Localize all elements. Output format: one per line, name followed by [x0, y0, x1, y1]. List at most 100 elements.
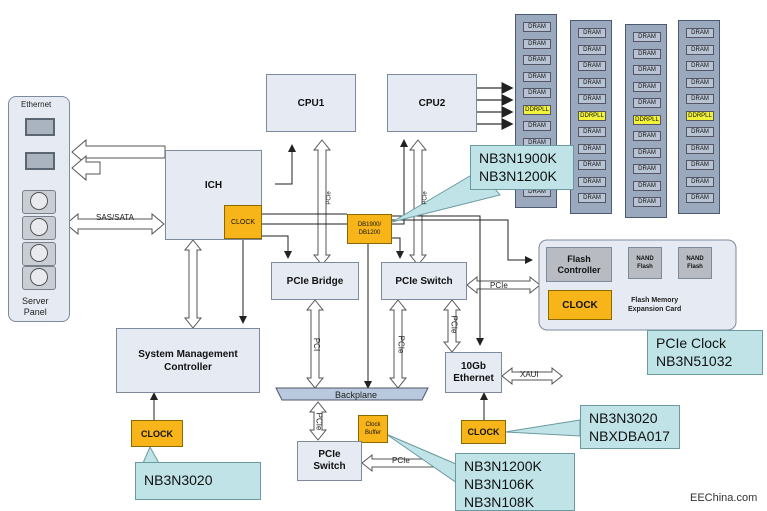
disk-drive-icon [22, 190, 56, 214]
dram-chip: DRAM [633, 98, 661, 108]
pcie-backplane-small-label: PCIe [314, 412, 324, 431]
db1900-clock-block: DB1900/ DB1200 [347, 214, 392, 244]
dram-chip: DRAM [686, 127, 714, 137]
part-number-label: PCIe Clock [656, 335, 727, 351]
server-panel-label: Server Panel [22, 296, 49, 317]
backplane-label: Backplane [335, 390, 378, 400]
pci-bridge-backplane-label: PCI [312, 337, 322, 352]
dram-chip: DRAM [578, 77, 606, 88]
dram-chip: DRAM [578, 61, 606, 71]
part-number-label: NB3N108K [464, 494, 535, 510]
part-number-label: NB3N3020 [589, 410, 658, 426]
part-number-label: NBXDBA017 [589, 428, 670, 444]
dram-chip: DRAM [633, 180, 661, 191]
sas-sata-arrow [65, 212, 165, 236]
flash-controller-block: Flash Controller [546, 247, 612, 282]
dram-chip: DRAM [633, 48, 661, 59]
dram-chip: DRAM [686, 28, 714, 38]
nand-flash-block: NAND Flash [628, 247, 662, 279]
ich-clock-block: CLOCK [224, 205, 262, 239]
dram-chip: DRAM [523, 71, 551, 82]
pcie-cpu1-label: PCIe [326, 191, 333, 205]
backplane-small-switch-arrow [308, 401, 328, 441]
ethernet-port-icon [25, 152, 55, 170]
dram-chip: DRAM [523, 38, 551, 49]
db-eth-line [392, 215, 484, 346]
dram-chip: DRAM [578, 160, 606, 170]
sas-sata-label: SAS/SATA [96, 213, 134, 222]
clock-bridge-line [262, 235, 292, 259]
disk-drive-icon [22, 216, 56, 240]
part-number-label: NB3N3020 [144, 472, 213, 488]
dram-chip: DRAM [633, 164, 661, 174]
dram-chip: DRAM [578, 127, 606, 137]
dram-chip: DRAM [686, 193, 714, 203]
dram-chip: DRAM [633, 65, 661, 75]
ddrpll-chip: DDRPLL [633, 114, 661, 125]
pcie-switch-small-block: PCIe Switch [297, 441, 362, 481]
part-number-label: NB3N1200K [479, 168, 557, 184]
callout-top: NB3N1900K NB3N1200K [470, 145, 574, 190]
disk-drive-icon [22, 242, 56, 266]
dram-chip: DRAM [686, 94, 714, 104]
pcie-to-flash-label: PCIe [490, 281, 508, 290]
dram-chip: DRAM [686, 61, 714, 71]
xaui-arrow [501, 366, 563, 386]
part-number-label: NB3N106K [464, 476, 535, 492]
pcie-switch-eth-label: PCIe [449, 315, 459, 334]
ich-cpu1-line [275, 144, 296, 185]
dram-chip: DRAM [686, 143, 714, 154]
dram-chip: DRAM [686, 176, 714, 187]
dram-chip: DRAM [633, 147, 661, 158]
xaui-label: XAUI [520, 370, 539, 379]
db-switch-line [388, 237, 404, 259]
ddrpll-chip: DDRPLL [578, 110, 606, 121]
dram-chip: DRAM [686, 77, 714, 88]
dram-chip: DRAM [633, 81, 661, 92]
part-number-label: NB3N51032 [656, 353, 733, 369]
dram-chip: DRAM [523, 121, 551, 131]
clock-buffer-block: Clock Buffer [358, 415, 388, 443]
dram-chip: DRAM [578, 193, 606, 203]
ddrpll-chip: DDRPLL [523, 104, 551, 115]
callout-buffer: NB3N1200K NB3N106K NB3N108K [455, 453, 575, 511]
pcie-bridge-block: PCIe Bridge [271, 262, 359, 300]
disk-drive-icon [22, 266, 56, 290]
memory-bus-arrows [477, 82, 514, 130]
ethernet-10gb-block: 10Gb Ethernet [445, 352, 502, 393]
pcie-small-right-label: PCIe [392, 456, 410, 465]
eth-clock-block: CLOCK [461, 420, 506, 444]
flash-clock-block: CLOCK [548, 290, 612, 320]
dram-chip: DRAM [578, 143, 606, 154]
dram-chip: DRAM [578, 28, 606, 38]
part-number-label: NB3N1900K [479, 150, 557, 166]
dram-chip: DRAM [633, 131, 661, 141]
dram-chip: DRAM [578, 44, 606, 55]
db-cpu2-line [392, 139, 408, 225]
pcie-switch-backplane-label: PCIe [396, 335, 406, 354]
flash-card-caption: Flash Memory Expansion Card [628, 297, 682, 313]
pcie-switch-block: PCIe Switch [381, 262, 467, 300]
ethernet-port-icon [25, 118, 55, 136]
server-panel-ethernet-label: Ethernet [21, 100, 52, 109]
cpu2-block: CPU2 [387, 74, 477, 132]
backplane-bar [275, 387, 429, 401]
dram-chip: DRAM [523, 22, 551, 32]
dram-chip: DRAM [686, 44, 714, 55]
ich-smc-arrow [183, 239, 203, 329]
dram-chip: DRAM [578, 94, 606, 104]
callout-eth-pointer [504, 419, 581, 437]
cpu1-block: CPU1 [266, 74, 356, 132]
callout-smc: NB3N3020 [135, 462, 261, 500]
nand-flash-block: NAND Flash [678, 247, 712, 279]
dram-chip: DRAM [523, 55, 551, 65]
dram-chip: DRAM [633, 32, 661, 42]
part-number-label: NB3N1200K [464, 458, 542, 474]
ddrpll-chip: DDRPLL [686, 110, 714, 121]
dram-chip: DRAM [686, 160, 714, 170]
dram-chip: DRAM [633, 197, 661, 207]
ich-panel-arrow-2 [71, 154, 101, 182]
watermark: EEChina.com [690, 492, 758, 504]
dram-chip: DRAM [578, 176, 606, 187]
